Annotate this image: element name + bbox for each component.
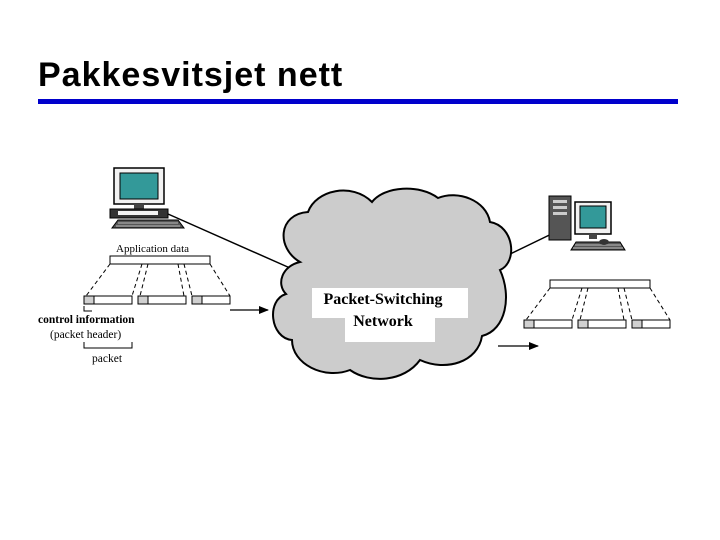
network-label-line2: Network [353, 313, 413, 330]
desktop-computer-icon [109, 167, 185, 229]
packet-header-left-2 [137, 295, 149, 305]
application-data-label: Application data [116, 243, 189, 255]
left-link-line [167, 213, 291, 269]
packet-header-label: (packet header) [50, 329, 121, 341]
packet-row-right [523, 319, 671, 329]
tower-computer-icon [548, 195, 626, 251]
reassembled-data-block [549, 279, 651, 289]
fragmentation-lines-left [85, 263, 231, 297]
packet-header-right-1 [523, 319, 535, 329]
packet-header-right-2 [577, 319, 589, 329]
packet-bracket [83, 342, 133, 349]
control-information-label: control information [38, 314, 135, 326]
packet-label: packet [92, 353, 123, 365]
header-pointer-line [83, 306, 92, 312]
packet-header-left-1 [83, 295, 95, 305]
fragmentation-lines-right [525, 287, 671, 321]
packet-header-left-3 [191, 295, 203, 305]
packet-row-left [83, 295, 231, 305]
network-label-line1: Packet-Switching [323, 291, 442, 308]
slide-title: Pakkesvitsjet nett [38, 56, 344, 94]
application-data-block [109, 255, 211, 265]
packet-header-right-3 [631, 319, 643, 329]
title-underline [38, 99, 678, 104]
cloud-icon [272, 187, 513, 380]
